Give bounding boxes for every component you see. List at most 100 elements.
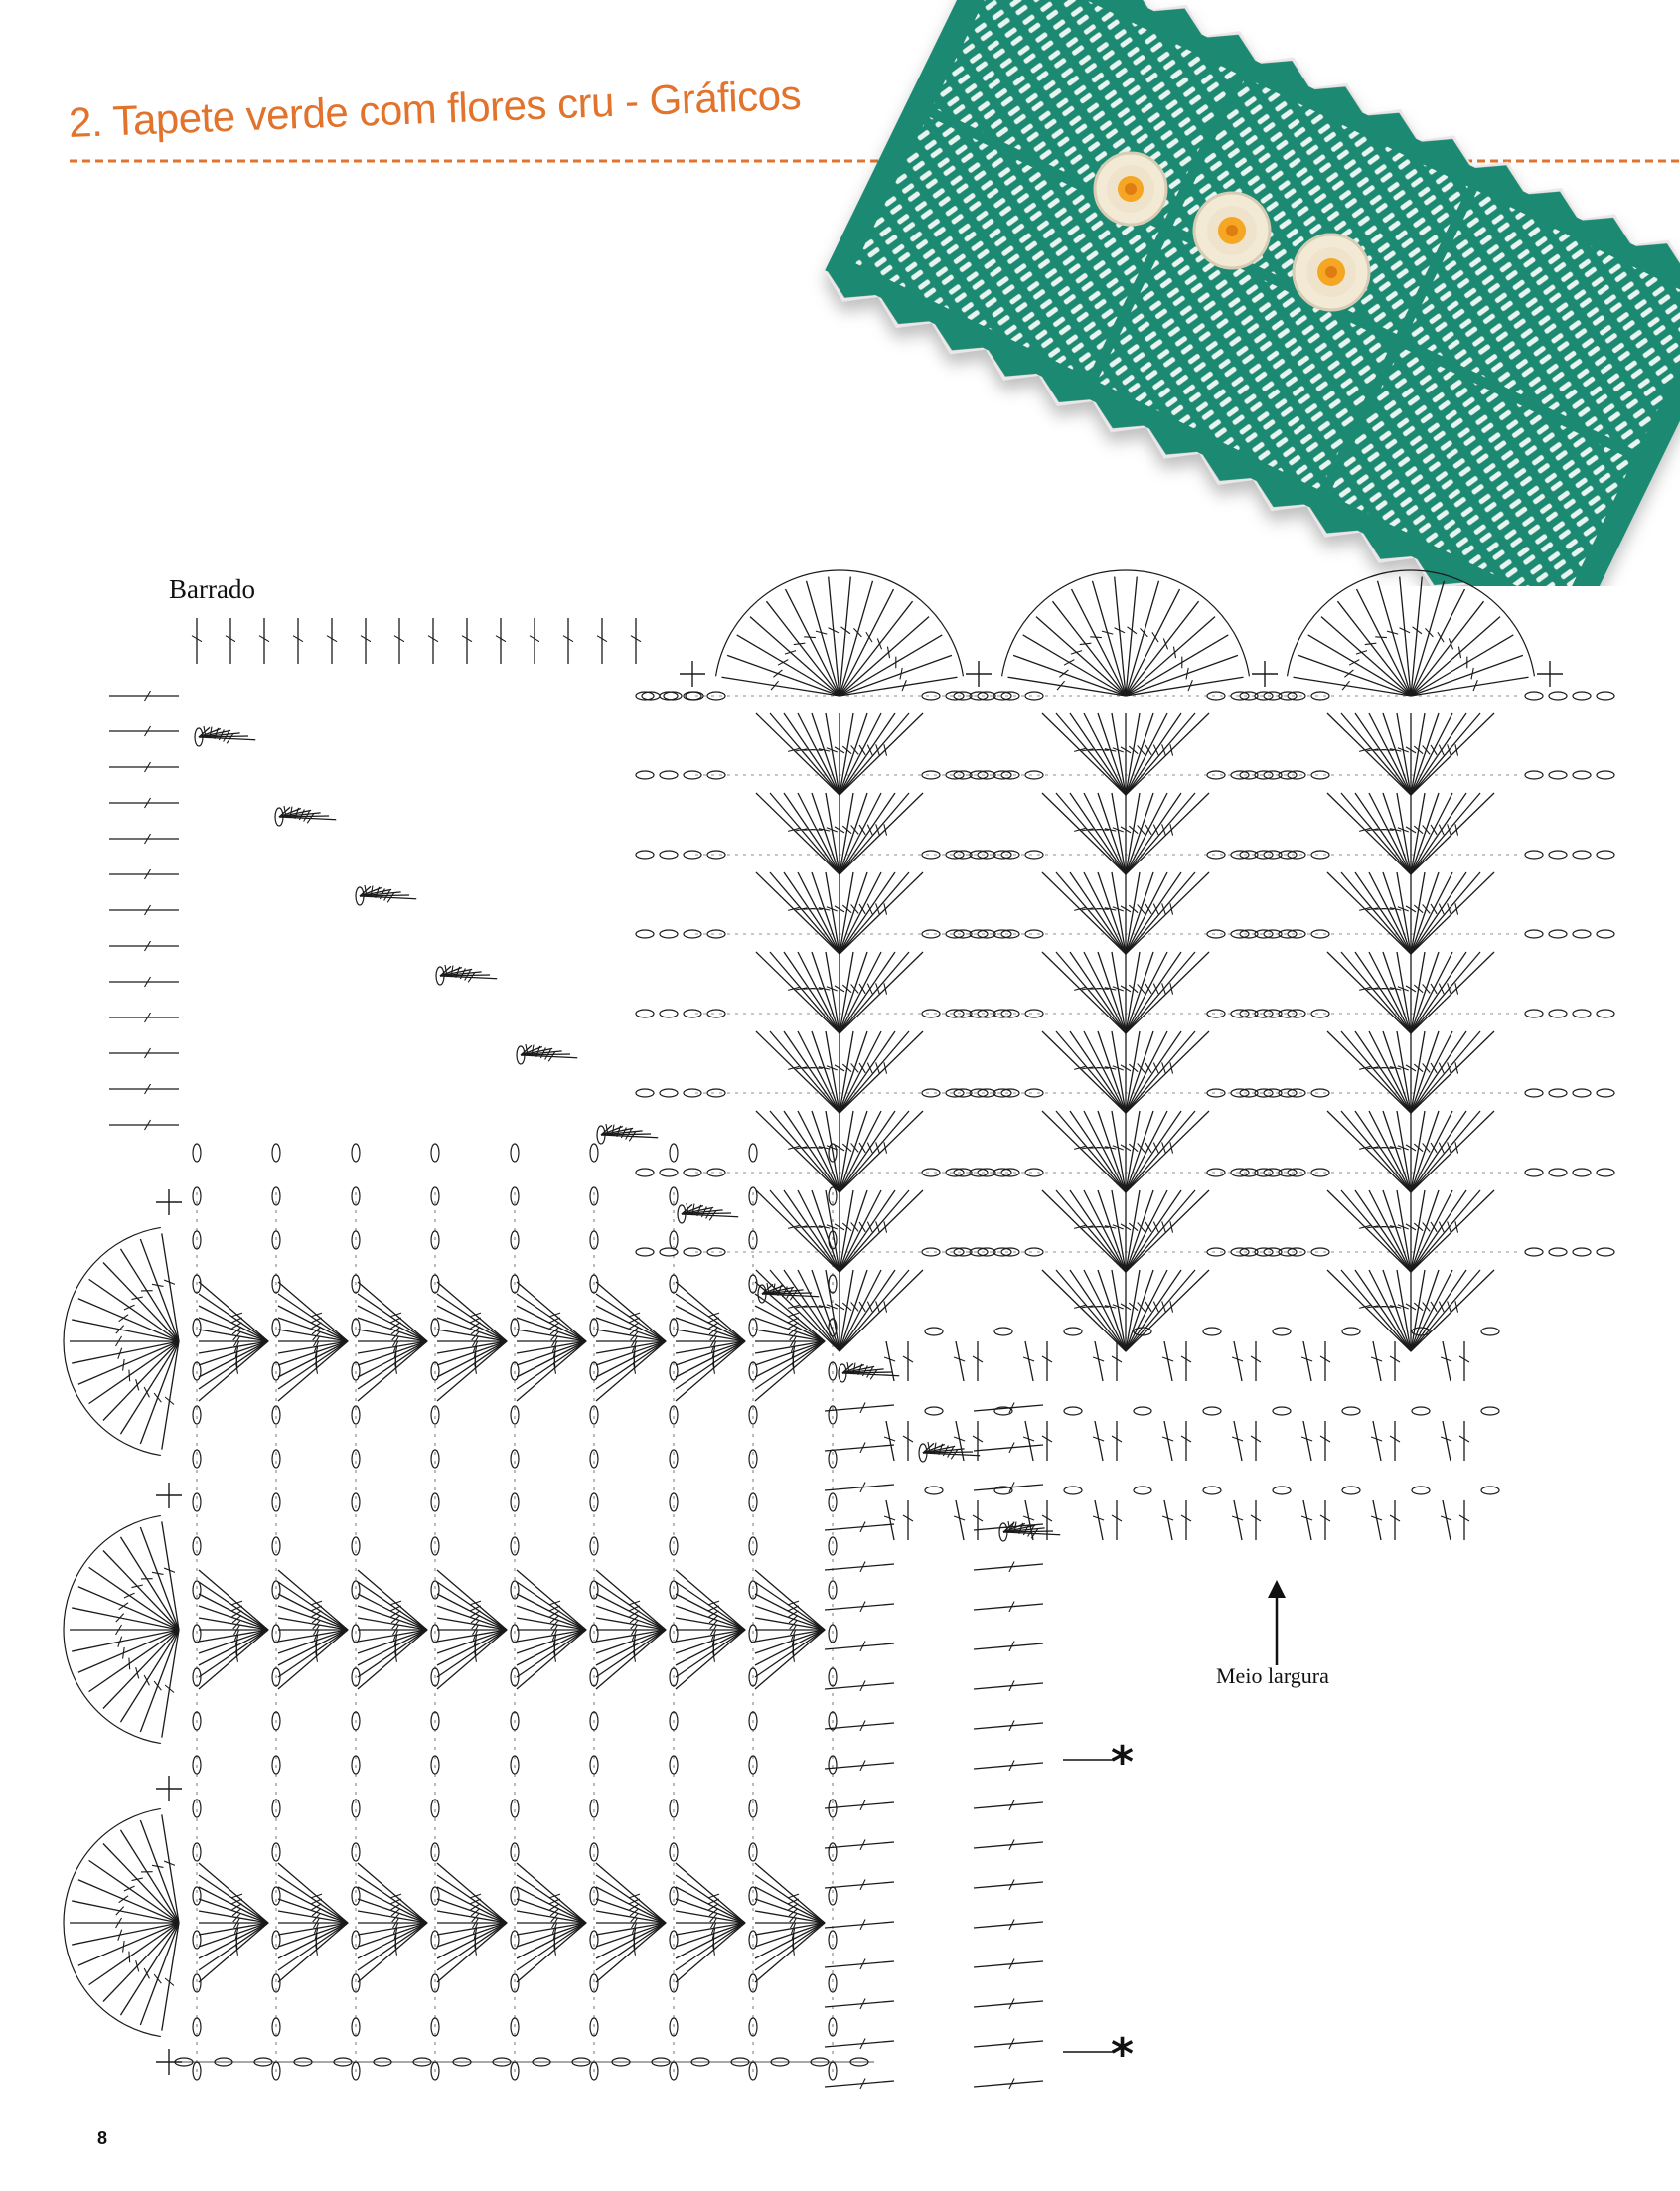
- stitch-symbol: [436, 1629, 508, 1654]
- stitch-crossbar: [859, 1879, 866, 1891]
- stitch-crossbar: [144, 761, 151, 773]
- chain-symbol: [271, 1886, 281, 1906]
- stitch-crossbar: [1008, 1760, 1015, 1772]
- stitch-crossbar: [818, 748, 831, 752]
- stitch-crossbar: [787, 1600, 800, 1606]
- stitch-crossbar: [225, 635, 236, 643]
- stitch-symbol: [516, 1340, 587, 1354]
- stitch-crossbar: [850, 825, 859, 835]
- stitch-symbol: [1410, 1110, 1426, 1193]
- stitch-crossbar: [841, 904, 852, 914]
- stitch-crossbar: [818, 1066, 831, 1070]
- chain-symbol: [706, 691, 726, 701]
- stitch-crossbar: [866, 1301, 873, 1313]
- stitch-crossbar: [788, 827, 800, 832]
- stitch-crossbar: [1389, 1355, 1401, 1363]
- stitch-symbol: [1410, 1189, 1426, 1273]
- stitch-crossbar: [390, 1615, 401, 1624]
- stitch-symbol: [1396, 871, 1412, 955]
- stitch-crossbar: [311, 1615, 322, 1624]
- stitch-symbol: [973, 1484, 1044, 1491]
- stitch-symbol: [357, 1922, 428, 1983]
- stitch-symbol: [357, 1629, 428, 1643]
- stitch-symbol: [1041, 712, 1127, 796]
- stitch-symbol: [1069, 1269, 1127, 1352]
- stitch-symbol: [811, 871, 840, 955]
- stitch-symbol: [436, 1629, 508, 1643]
- stitch-symbol: [754, 1629, 826, 1654]
- stitch-crossbar: [123, 1304, 135, 1311]
- fan-arc: [714, 569, 965, 677]
- stitch-crossbar: [711, 1944, 716, 1956]
- stitch-symbol: [784, 588, 840, 697]
- stitch-crossbar: [1440, 1515, 1452, 1521]
- chain-symbol: [1287, 1009, 1306, 1018]
- stitch-symbol: [675, 1910, 746, 1924]
- stitch-crossbar: [899, 667, 903, 680]
- stitch-crossbar: [711, 1362, 716, 1374]
- stitch-crossbar: [393, 1944, 398, 1956]
- stitch-symbol: [516, 1629, 587, 1643]
- stitch-symbol: [520, 1044, 533, 1056]
- stitch-symbol: [839, 792, 896, 875]
- chain-symbol: [993, 1406, 1013, 1416]
- stitch-symbol: [1320, 616, 1412, 697]
- stitch-crossbar: [787, 1893, 800, 1899]
- stitch-crossbar: [1430, 1062, 1438, 1074]
- stitch-symbol: [1354, 712, 1412, 796]
- chain-symbol: [1548, 850, 1568, 860]
- stitch-crossbar: [788, 1322, 799, 1330]
- stitch-crossbar: [710, 1917, 717, 1929]
- stitch-crossbar: [788, 1610, 799, 1618]
- stitch-symbol: [359, 885, 372, 897]
- stitch-symbol: [1125, 634, 1229, 697]
- stitch-crossbar: [850, 904, 859, 914]
- stitch-symbol: [357, 1581, 428, 1631]
- stitch-symbol: [436, 1910, 508, 1924]
- stitch-symbol: [1410, 951, 1495, 1034]
- stitch-crossbar: [1300, 1515, 1313, 1521]
- stitch-crossbar: [811, 1146, 823, 1149]
- stitch-symbol: [72, 1607, 180, 1631]
- stitch-crossbar: [1169, 1142, 1174, 1154]
- stitch-symbol: [1410, 792, 1495, 875]
- stitch-crossbar: [1112, 1224, 1124, 1230]
- stitch-symbol: [1396, 1030, 1412, 1114]
- stitch-crossbar: [708, 1210, 717, 1221]
- stitch-symbol: [824, 1404, 895, 1412]
- chain-symbol: [1572, 1088, 1592, 1098]
- chain-symbol: [510, 1492, 520, 1512]
- stitch-crossbar: [472, 1335, 479, 1347]
- stitch-crossbar: [826, 1065, 838, 1071]
- stitch-symbol: [839, 871, 924, 955]
- stitch-crossbar: [131, 1584, 143, 1589]
- stitch-crossbar: [1145, 1062, 1152, 1074]
- stitch-crossbar: [1151, 631, 1159, 643]
- stitch-symbol: [1410, 951, 1426, 1034]
- stitch-symbol: [769, 951, 840, 1034]
- chain-symbol: [706, 929, 726, 939]
- up-arrow: [1268, 1580, 1286, 1665]
- repeat-marker-star-2: *: [1111, 2029, 1135, 2080]
- chain-symbol: [1480, 1486, 1500, 1495]
- stitch-crossbar: [859, 2078, 866, 2090]
- stitch-symbol: [1410, 712, 1453, 796]
- stitch-symbol: [1125, 951, 1168, 1034]
- chain-symbol: [1263, 929, 1283, 939]
- stitch-symbol: [675, 1922, 746, 1936]
- stitch-crossbar: [314, 1944, 319, 1956]
- stitch-symbol: [825, 1030, 840, 1114]
- stitch-crossbar: [1319, 1355, 1331, 1363]
- stitch-crossbar: [1152, 1062, 1159, 1074]
- stitch-symbol: [783, 1269, 840, 1352]
- stitch-crossbar: [972, 1435, 984, 1443]
- stitch-symbol: [600, 1134, 659, 1139]
- stitch-symbol: [841, 1363, 865, 1374]
- stitch-crossbar: [232, 1330, 241, 1341]
- stitch-crossbar: [773, 669, 783, 678]
- stitch-symbol: [754, 1569, 826, 1631]
- stitch-symbol: [357, 1340, 428, 1366]
- stitch-crossbar: [788, 1065, 800, 1070]
- stitch-symbol: [1354, 951, 1412, 1034]
- stitch-symbol: [277, 1886, 349, 1924]
